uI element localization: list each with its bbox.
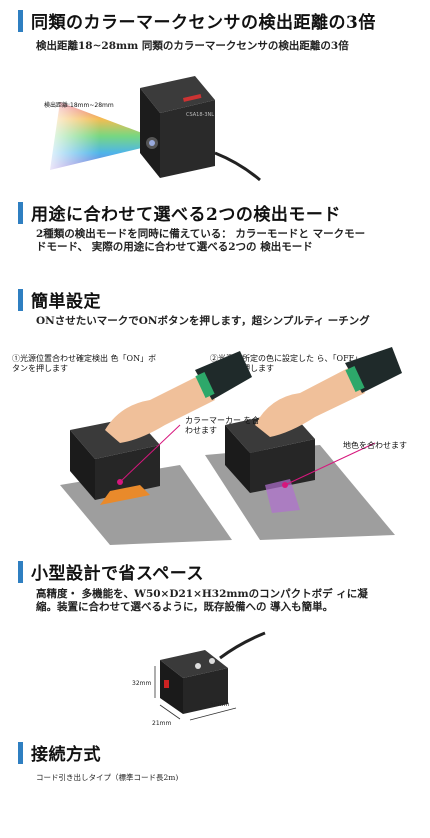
section-title-connection: 接続方式	[18, 740, 101, 765]
title-accent-bar	[18, 288, 23, 311]
sensor-beam-illustration: CSA18-3NL	[40, 76, 261, 182]
sensor-cable	[214, 151, 261, 182]
callout-color-marker: カラーマーカー を合わせます	[185, 416, 260, 435]
section2-description: 2種類の検出モードを同時に備えている： カラーモードと マークモードモード、 実…	[36, 228, 366, 253]
section1-title: 同類のカラーマークセンサの検出距離の3倍	[31, 13, 376, 33]
step1-caption: ①光源位置合わせ確定検出 色「ON」ボタンを押します	[12, 354, 157, 373]
title-accent-bar	[18, 201, 23, 224]
section3-title: 簡単設定	[31, 292, 101, 312]
hand-1	[105, 375, 215, 443]
sensor-cable	[219, 631, 266, 660]
section1-description: 検出距離18~28mm 同類のカラーマークセンサの検出距離の3倍	[36, 40, 349, 52]
section4-description: 高精度・ 多機能を、W50×D21×H32mmのコンパクトボデ ィに凝縮。装置に…	[36, 588, 368, 613]
dim-width: 50mm	[210, 701, 229, 708]
hand-2	[255, 367, 365, 437]
dim-height: 32mm	[132, 680, 151, 687]
compact-sensor	[160, 650, 228, 678]
setup-illustration	[60, 347, 402, 545]
callout-ground-color: 地色を合わせます	[343, 441, 407, 450]
section5-description: コード引き出しタイプ（標準コード長2m)	[36, 773, 179, 782]
section5-title: 接続方式	[31, 745, 101, 765]
dimension-illustration: 32mm 21mm 50mm	[132, 631, 266, 727]
section3-description: ONさせたいマークでONボタンを押します，超シンプルティ ーチング	[36, 315, 370, 327]
title-accent-bar	[18, 9, 23, 32]
section-title-detection-distance: 同類のカラーマークセンサの検出距離の3倍	[18, 8, 376, 33]
section-title-easy-setup: 簡単設定	[18, 287, 101, 312]
title-accent-bar	[18, 560, 23, 583]
dim-depth: 21mm	[152, 720, 171, 727]
title-accent-bar	[18, 741, 23, 764]
section-title-compact-design: 小型設計で省スペース	[18, 559, 204, 584]
sensor-body	[140, 76, 215, 113]
section4-title: 小型設計で省スペース	[31, 564, 204, 584]
section2-title: 用途に合わせて選べる2つの検出モード	[31, 205, 341, 225]
detection-distance-label: 検出距離:18mm~28mm	[44, 102, 114, 109]
section-title-detection-modes: 用途に合わせて選べる2つの検出モード	[18, 200, 341, 225]
product-model-label: CSA18-3NL	[186, 112, 214, 118]
